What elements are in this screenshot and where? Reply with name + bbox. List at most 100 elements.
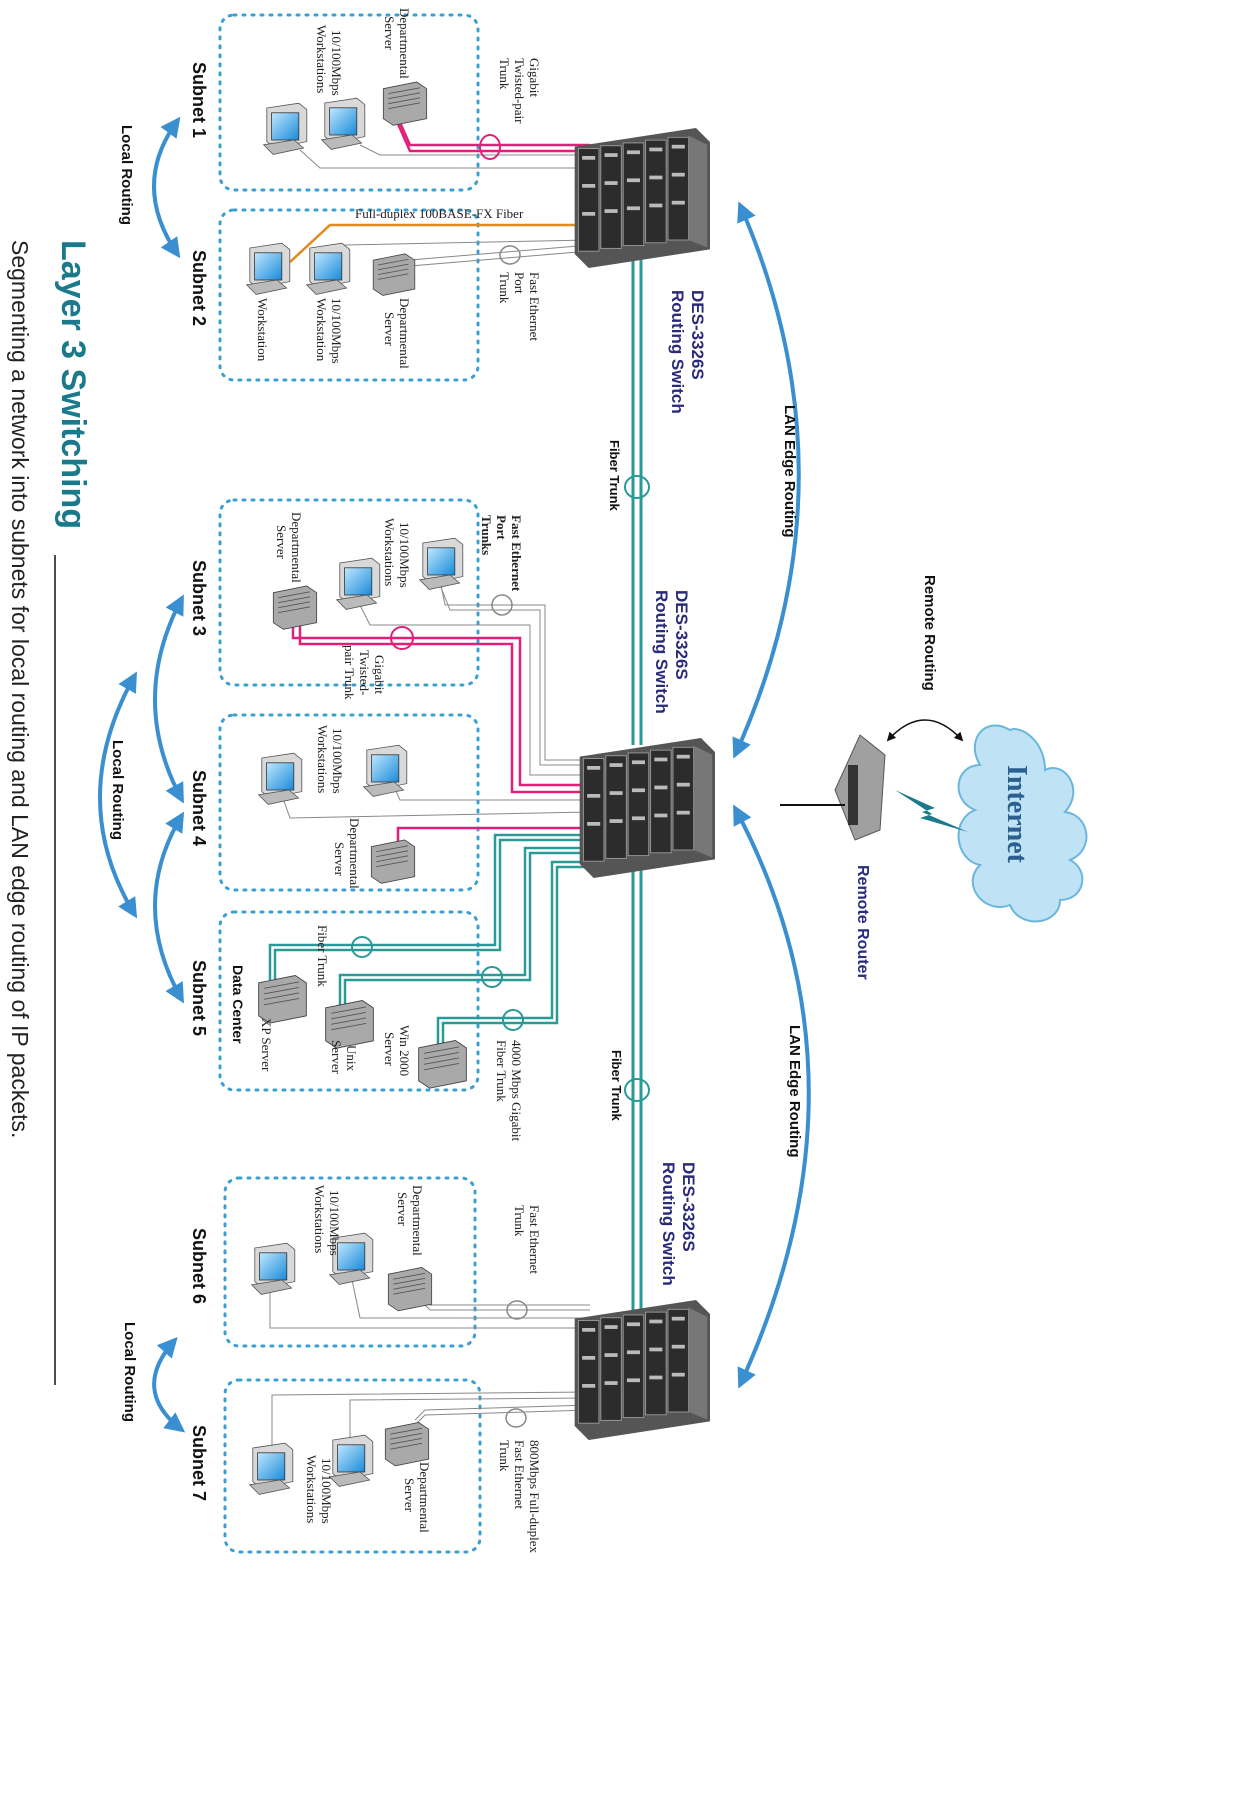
switch-label: DES-3326S (672, 590, 691, 680)
server-label: Unix (344, 1045, 359, 1072)
fe-trunks-label: Fast Ethernet (509, 515, 524, 592)
remote-router-label: Remote Router (854, 865, 871, 980)
fe-trunk-label: Fast Ethernet (512, 1440, 527, 1509)
workstation-label: Workstation (314, 298, 329, 362)
workstations-label: Workstations (304, 1455, 319, 1523)
subnet-label: Subnet 3 (189, 560, 209, 636)
switch-label: DES-3326S (688, 290, 707, 380)
server-icon (370, 839, 416, 884)
subnet-label: Subnet 4 (189, 770, 209, 846)
gigabit-trunk-label: Trunk (497, 58, 512, 90)
server-label: Departmental (397, 8, 412, 79)
subnet-4-box (218, 713, 480, 892)
switch-label: Routing Switch (652, 590, 671, 714)
page-subtitle: Segmenting a network into subnets for lo… (7, 240, 33, 1138)
workstation-label: Workstation (255, 298, 270, 362)
subnet-5-box (218, 910, 480, 1092)
fe-trunk-label: Trunk (512, 1205, 527, 1237)
fe-trunks-label: Port (494, 515, 509, 540)
switch-label: DES-3326S (679, 1162, 698, 1252)
local-routing-label: Local Routing (118, 125, 135, 225)
workstation-icon (249, 1442, 294, 1495)
internet-label: Internet (1001, 765, 1032, 864)
server-icon (387, 1267, 433, 1312)
remote-routing-label: Remote Routing (921, 575, 938, 691)
switch-label: Routing Switch (659, 1162, 678, 1286)
workstation-icon (251, 1242, 296, 1295)
workstation-icon (258, 752, 303, 805)
workstation-icon (306, 242, 351, 295)
server-label: Departmental (397, 298, 412, 369)
fe-trunk-label: Fast Ethernet (527, 1205, 542, 1274)
workstation-icon (336, 557, 381, 610)
server-label: Server (382, 1032, 397, 1067)
local-routing-arrow-mid-b (153, 811, 185, 1004)
local-routing-arrow-bottom (152, 1337, 186, 1433)
page-title: Layer 3 Switching (54, 240, 92, 529)
subnet-2-box (218, 208, 480, 382)
workstation-icon (419, 537, 464, 590)
internet-cloud (957, 724, 1088, 923)
workstations-label: 10/100Mbps (329, 30, 344, 96)
fe-trunk-label: Trunk (497, 272, 512, 304)
server-label: Server (382, 16, 397, 51)
fiber-trunk-label: Fiber Trunk (315, 925, 330, 987)
workstation-icon (363, 744, 408, 797)
lan-edge-routing-label: LAN Edge Routing (786, 1025, 803, 1157)
workstation-icon (321, 97, 366, 150)
server-icon (258, 975, 307, 1024)
remote-router-icon (780, 734, 886, 841)
subnet-6-box (223, 1176, 477, 1348)
data-center-label: Data Center (230, 965, 246, 1044)
workstation-icon (246, 242, 291, 295)
gigabit-trunk-label: Twisted-pair (512, 58, 527, 124)
fe-trunk-label: 800Mbps Full-duplex (527, 1440, 542, 1554)
local-routing-label: Local Routing (121, 1322, 138, 1422)
local-routing-label: Local Routing (109, 740, 126, 840)
subnet-label: Subnet 6 (189, 1228, 209, 1304)
subnet-label: Subnet 2 (189, 250, 209, 326)
server-icon (372, 253, 416, 296)
server-icon (272, 585, 318, 630)
server-label: XP Server (259, 1018, 274, 1072)
server-label: Departmental (410, 1185, 425, 1256)
server-icon (382, 81, 428, 126)
remote-routing-arrow (886, 719, 964, 742)
gigabit-fiber-trunk-label: Fiber Trunk (494, 1040, 509, 1102)
local-routing-arrow-top (152, 116, 181, 259)
server-label: Server (395, 1192, 410, 1227)
workstation-icon (329, 1434, 374, 1487)
fe-trunk-label: Fast Ethernet (527, 272, 542, 341)
subnet-label: Subnet 1 (189, 62, 209, 138)
server-label: Departmental (289, 512, 304, 583)
fiber-trunk-label: Fiber Trunk (607, 440, 622, 512)
fiber-trunk-label: Fiber Trunk (609, 1050, 624, 1122)
routing-switch-middle (579, 738, 716, 878)
gigabit-trunk-label: pair Trunk (342, 645, 357, 700)
workstations-label: 10/100Mbps (397, 522, 412, 588)
workstation-label: 10/100Mbps (329, 298, 344, 364)
fe-trunk-label: Trunk (497, 1440, 512, 1472)
fe-trunks-label: Trunks (479, 515, 494, 555)
lan-edge-routing-label: LAN Edge Routing (781, 405, 798, 537)
workstation-icon (263, 102, 308, 155)
lightning-icon (895, 790, 968, 832)
workstations-label: 10/100Mbps (327, 1190, 342, 1256)
server-label: Departmental (347, 818, 362, 889)
workstations-label: Workstations (382, 518, 397, 586)
lan-edge-arrow-bottom (733, 804, 811, 1389)
subnet-1-box (218, 13, 480, 192)
server-icon (384, 1422, 430, 1467)
workstations-label: Workstations (312, 1185, 327, 1253)
workstations-label: Workstations (315, 725, 330, 793)
workstations-label: 10/100Mbps (330, 728, 345, 794)
lan-edge-arrow-top (732, 201, 801, 759)
server-label: Departmental (417, 1462, 432, 1533)
local-routing-arrow-mid-a (153, 594, 184, 804)
server-icon (418, 1040, 467, 1089)
subnet-label: Subnet 5 (189, 960, 209, 1036)
workstations-label: 10/100Mbps (319, 1458, 334, 1524)
subnet-label: Subnet 7 (189, 1425, 209, 1501)
server-label: Server (402, 1478, 417, 1513)
